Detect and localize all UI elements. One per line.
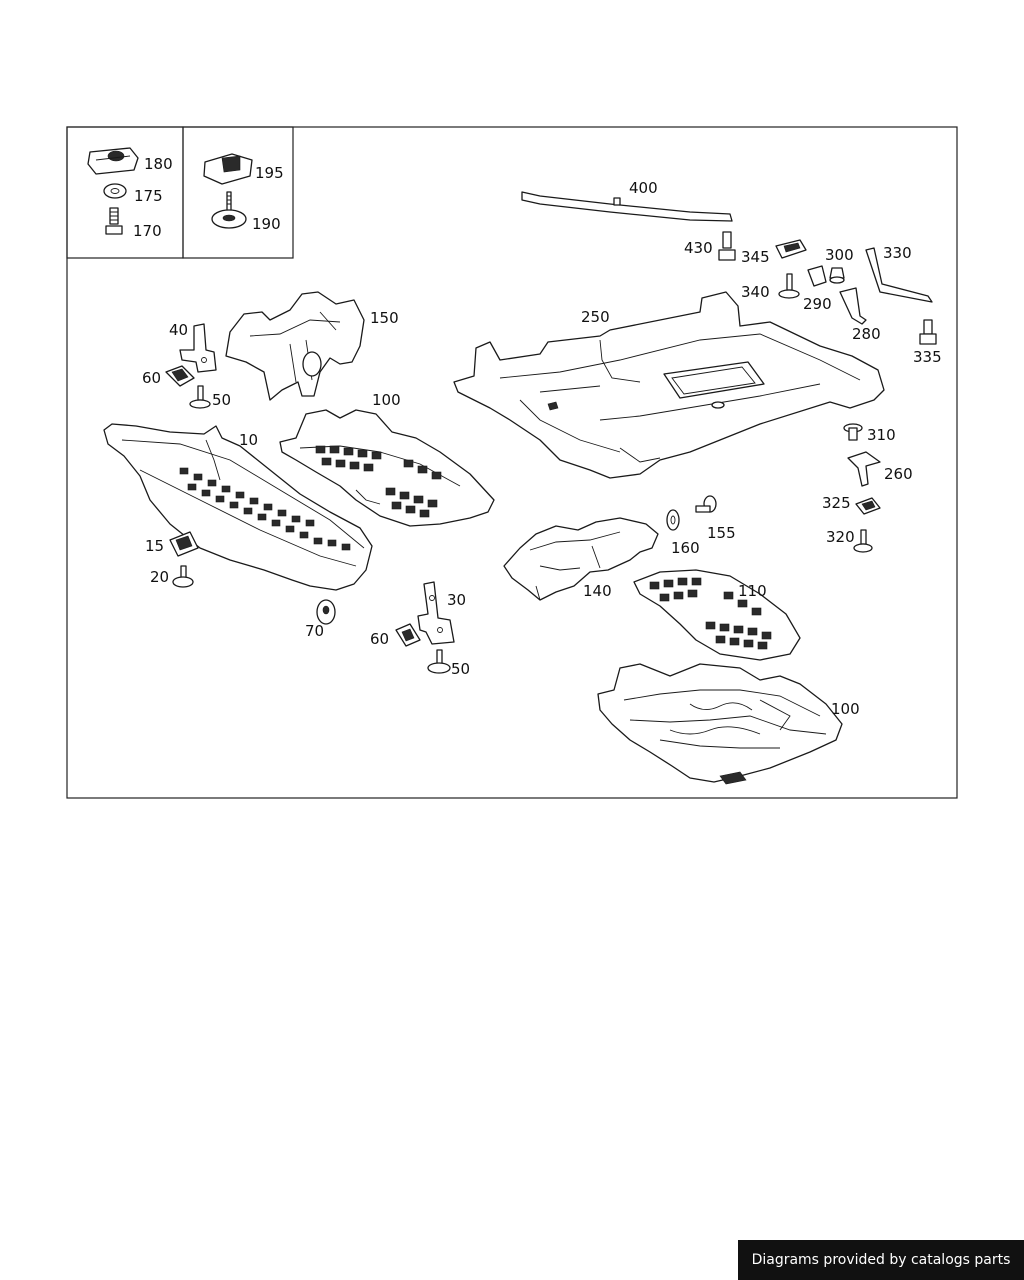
- label-310: 310: [867, 426, 896, 444]
- part-60-clip-b[interactable]: [395, 623, 421, 647]
- part-10-grille: [179, 467, 351, 551]
- part-110-rear-panel[interactable]: [633, 569, 801, 661]
- part-20-screw[interactable]: [172, 565, 194, 588]
- label-320: 320: [826, 528, 855, 546]
- label-50b: 50: [451, 660, 470, 678]
- part-170-bolt[interactable]: [105, 207, 123, 235]
- label-190: 190: [252, 215, 281, 233]
- part-325-clip[interactable]: [855, 497, 881, 515]
- part-260-bracket[interactable]: [847, 451, 881, 487]
- label-175: 175: [134, 187, 163, 205]
- part-70-grommet[interactable]: [316, 599, 336, 625]
- label-110: 110: [738, 582, 767, 600]
- part-250-underbody-panel[interactable]: [453, 291, 885, 479]
- diagram-frame: [66, 126, 958, 799]
- part-175-washer[interactable]: [103, 183, 127, 199]
- part-280-bracket[interactable]: [839, 287, 867, 325]
- label-10: 10: [239, 431, 258, 449]
- part-10-front-lower-shield[interactable]: [103, 423, 373, 591]
- part-320-screw[interactable]: [853, 529, 873, 553]
- label-195: 195: [255, 164, 284, 182]
- label-40: 40: [169, 321, 188, 339]
- part-40-bracket[interactable]: [179, 323, 217, 373]
- label-150: 150: [370, 309, 399, 327]
- part-150-front-shield[interactable]: [225, 291, 365, 401]
- label-160: 160: [671, 539, 700, 557]
- label-60b: 60: [370, 630, 389, 648]
- label-30: 30: [447, 591, 466, 609]
- part-195-clip[interactable]: [203, 153, 253, 185]
- part-100-upper-panel[interactable]: [279, 409, 495, 527]
- part-335-bolt[interactable]: [919, 319, 937, 345]
- label-335: 335: [913, 348, 942, 366]
- part-60-clip-a[interactable]: [165, 365, 195, 387]
- label-180: 180: [144, 155, 173, 173]
- part-50-screw-b[interactable]: [427, 649, 451, 674]
- label-15: 15: [145, 537, 164, 555]
- label-430: 430: [684, 239, 713, 257]
- label-155: 155: [707, 524, 736, 542]
- part-155-bolt[interactable]: [695, 495, 717, 513]
- label-300: 300: [825, 246, 854, 264]
- part-340-screw[interactable]: [778, 273, 800, 299]
- part-140-side-shield[interactable]: [503, 517, 659, 601]
- part-190-screw[interactable]: [211, 191, 247, 229]
- part-180-clip-nut[interactable]: [87, 147, 139, 175]
- part-100-lower-panel[interactable]: [597, 663, 843, 785]
- label-100a: 100: [372, 391, 401, 409]
- label-170: 170: [133, 222, 162, 240]
- label-325: 325: [822, 494, 851, 512]
- label-260: 260: [884, 465, 913, 483]
- label-290: 290: [803, 295, 832, 313]
- label-20: 20: [150, 568, 169, 586]
- label-345: 345: [741, 248, 770, 266]
- part-310-bolt[interactable]: [843, 423, 863, 441]
- part-300-nut[interactable]: [829, 267, 845, 284]
- part-50-screw-a[interactable]: [189, 385, 211, 409]
- label-50a: 50: [212, 391, 231, 409]
- part-100-upper-grille: [315, 445, 442, 518]
- label-250: 250: [581, 308, 610, 326]
- inset-box-right: [182, 126, 294, 259]
- label-140: 140: [583, 582, 612, 600]
- part-430-bolt[interactable]: [718, 231, 736, 261]
- part-15-clip[interactable]: [169, 531, 199, 557]
- part-400-strut[interactable]: [521, 191, 733, 222]
- part-160-washer[interactable]: [666, 509, 680, 531]
- label-330: 330: [883, 244, 912, 262]
- part-330-bracket[interactable]: [865, 247, 933, 303]
- part-290-bracket[interactable]: [807, 265, 827, 287]
- part-345-clip[interactable]: [775, 239, 807, 259]
- label-60a: 60: [142, 369, 161, 387]
- label-400: 400: [629, 179, 658, 197]
- part-110-grille: [649, 577, 772, 650]
- part-30-bracket[interactable]: [417, 581, 455, 645]
- credit-banner: Diagrams provided by catalogs parts: [738, 1240, 1024, 1280]
- label-70: 70: [305, 622, 324, 640]
- label-280: 280: [852, 325, 881, 343]
- label-340: 340: [741, 283, 770, 301]
- label-100b: 100: [831, 700, 860, 718]
